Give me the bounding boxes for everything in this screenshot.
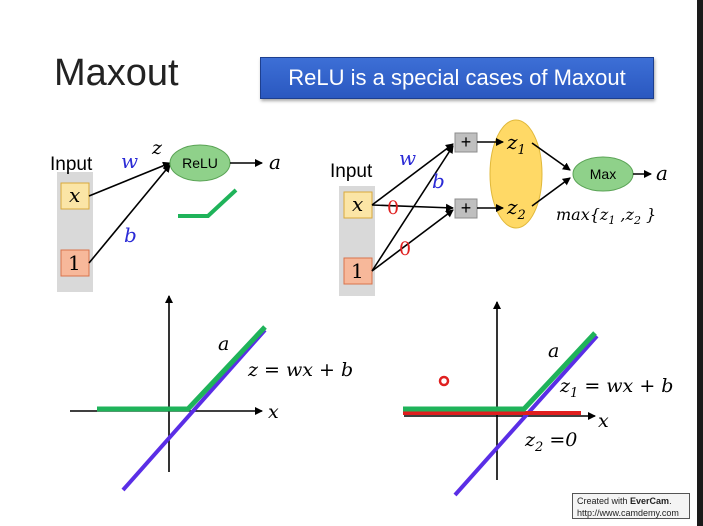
right-input-x-box — [343, 191, 373, 219]
watermark-line2: http://www.camdemy.com — [577, 508, 679, 518]
right-plot-z2-equation: z2 =0 — [524, 429, 577, 455]
right-edge-x-top — [371, 143, 454, 206]
right-edge-x-bottom — [371, 203, 454, 212]
left-input-x-box — [60, 182, 90, 210]
right-plot: a z1 = wx + b x z2 =0 — [403, 301, 673, 497]
right-plot-z1-equation: z1 = wx + b — [559, 375, 673, 401]
max-label: Max — [590, 166, 616, 182]
left-edge-one — [88, 164, 171, 264]
left-edge-x — [88, 161, 171, 197]
left-output-a: a — [269, 150, 281, 174]
plus-top-label: + — [461, 132, 472, 152]
left-network: Input x 1 w b z ReLU a — [50, 137, 281, 292]
left-weight-w: w — [121, 149, 138, 173]
left-plot: a z = wx + b x — [70, 295, 353, 492]
right-weight-b: b — [432, 169, 445, 193]
relu-shape-icon — [178, 188, 238, 218]
left-input-one: 1 — [68, 251, 81, 275]
right-plot-a-label: a — [548, 340, 559, 362]
right-weight-w: w — [399, 146, 416, 170]
right-plot-x-label: x — [598, 410, 609, 432]
z2-label: z2 — [506, 195, 526, 223]
left-plot-linear-line — [121, 328, 267, 492]
left-plot-x-label: x — [268, 401, 279, 423]
left-weight-b: b — [124, 223, 137, 247]
plus-bottom-label: + — [461, 198, 472, 218]
z1-label: z1 — [506, 130, 526, 158]
watermark: Created with EverCam. http://www.camdemy… — [572, 493, 690, 519]
watermark-line1: Created with EverCam. — [577, 496, 672, 506]
left-plot-a-label: a — [218, 333, 229, 355]
right-edge-one-bottom — [371, 209, 454, 272]
right-edge-one-top — [371, 145, 454, 272]
left-plot-relu-line — [97, 325, 267, 412]
left-input-x: x — [69, 183, 80, 207]
right-weight-zero-bottom: 0 — [399, 238, 411, 260]
left-plot-equation: z = wx + b — [247, 359, 353, 381]
right-network: Input x 1 w b 0 0 + + z1 z2 — [330, 119, 668, 296]
max-expression: max{z1 ,z2 } — [556, 205, 656, 227]
z1-to-max — [531, 142, 571, 171]
window-edge — [697, 0, 703, 526]
right-output-a: a — [656, 161, 668, 185]
right-weight-zero-top: 0 — [387, 197, 399, 219]
cursor-pointer-icon — [438, 375, 450, 387]
relu-label: ReLU — [182, 155, 218, 171]
left-input-one-box — [60, 249, 90, 277]
right-plot-max-line — [403, 331, 597, 412]
page-title: Maxout — [54, 52, 179, 94]
right-plot-z1-line — [453, 334, 599, 497]
right-input-x: x — [352, 192, 363, 216]
banner: ReLU is a special cases of Maxout — [260, 57, 654, 99]
right-input-label: Input — [330, 161, 373, 182]
z2-to-max — [531, 177, 571, 207]
z-group-oval — [489, 119, 543, 229]
right-input-one: 1 — [351, 259, 364, 283]
left-input-label: Input — [50, 154, 93, 175]
left-z-label: z — [151, 137, 163, 159]
